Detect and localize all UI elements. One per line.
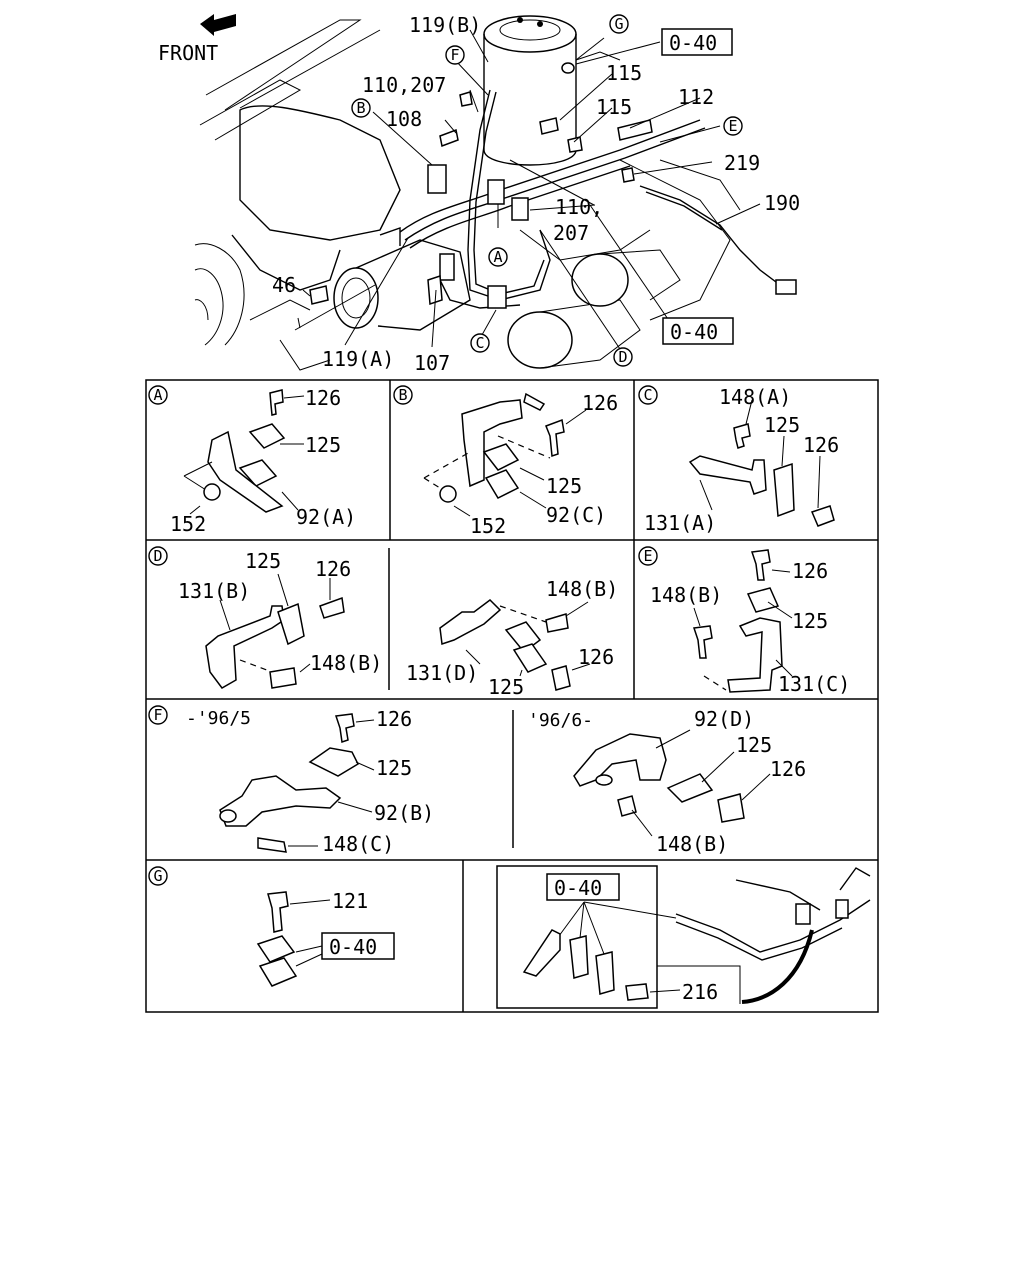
panel-c-label-126: 126 xyxy=(803,433,839,457)
callout-d: D xyxy=(618,348,627,366)
callout-c: C xyxy=(475,334,484,352)
panel-b-label-152: 152 xyxy=(470,514,506,538)
panel-d-label-125: 125 xyxy=(245,549,281,573)
label-207: 207 xyxy=(553,221,589,245)
panel-g-tag: G xyxy=(153,867,162,885)
label-219: 219 xyxy=(724,151,760,175)
panel-b-label-126: 126 xyxy=(582,391,618,415)
panel-c-label-125: 125 xyxy=(764,413,800,437)
panel-d-label-125-2: 125 xyxy=(488,675,524,699)
label-119a: 119(A) xyxy=(322,347,394,371)
panel-g-label-216: 216 xyxy=(682,980,718,1004)
panel-c-label-148a: 148(A) xyxy=(719,385,791,409)
callout-e: E xyxy=(728,117,737,135)
panel-a-tag: A xyxy=(153,386,162,404)
panel-g-ref-040: 0-40 xyxy=(329,935,377,959)
panel-e: E 126 148(B) 125 131(C) xyxy=(638,546,850,696)
panel-e-label-131c: 131(C) xyxy=(778,672,850,696)
panel-f-label-126-2: 126 xyxy=(770,757,806,781)
panel-a-label-126: 126 xyxy=(305,386,341,410)
panel-f-label-92d: 92(D) xyxy=(694,707,754,731)
panel-e-label-125: 125 xyxy=(792,609,828,633)
label-46: 46 xyxy=(272,273,296,297)
panel-a-label-92a: 92(A) xyxy=(296,505,356,529)
panel-b-label-125: 125 xyxy=(546,474,582,498)
panel-f-tag: F xyxy=(153,706,162,724)
front-label: FRONT xyxy=(158,41,218,65)
panel-f-label-148c: 148(C) xyxy=(322,832,394,856)
label-108: 108 xyxy=(386,107,422,131)
panel-c-label-131a: 131(A) xyxy=(644,511,716,535)
ref-box-040-middle: 0-40 xyxy=(670,320,718,344)
panel-c: C 148(A) 125 126 131(A) xyxy=(638,385,839,535)
label-112: 112 xyxy=(678,85,714,109)
panel-g-label-121: 121 xyxy=(332,889,368,913)
panel-b-label-92c: 92(C) xyxy=(546,503,606,527)
panel-d-label-131b: 131(B) xyxy=(178,579,250,603)
panel-a-label-152: 152 xyxy=(170,512,206,536)
panel-f: F -'96/5 126 125 92(B) 148(C) '96/6- 92(… xyxy=(148,705,806,856)
panel-b: B 126 125 152 92(C) xyxy=(393,385,618,538)
panel-f-label-92b: 92(B) xyxy=(374,801,434,825)
panel-d-label-126: 126 xyxy=(315,557,351,581)
panel-f-range-b: '96/6- xyxy=(528,710,593,731)
panel-f-label-125: 125 xyxy=(376,756,412,780)
panel-d: D 125 126 131(B) 148(B) 148(B) 131(D) 12… xyxy=(148,546,618,699)
panel-d-label-148b-2: 148(B) xyxy=(546,577,618,601)
callout-b: B xyxy=(356,99,365,117)
front-arrow-icon xyxy=(200,14,236,36)
panel-g-ref-040-2: 0-40 xyxy=(554,876,602,900)
panel-b-tag: B xyxy=(398,386,407,404)
label-110-207-top: 110,207 xyxy=(362,73,446,97)
panel-f-label-125-2: 125 xyxy=(736,733,772,757)
panel-a: A 126 125 152 92(A) xyxy=(148,385,356,536)
ref-box-040-top: 0-40 xyxy=(669,31,717,55)
panel-d-label-131d: 131(D) xyxy=(406,661,478,685)
label-115-a: 115 xyxy=(606,61,642,85)
label-107: 107 xyxy=(414,351,450,375)
panel-d-label-148b: 148(B) xyxy=(310,651,382,675)
callout-a: A xyxy=(493,248,502,266)
panel-d-label-126-2: 126 xyxy=(578,645,614,669)
callout-f: F xyxy=(450,46,459,64)
panel-f-range-a: -'96/5 xyxy=(186,708,251,729)
panel-d-tag: D xyxy=(153,547,162,565)
label-110-comma: 110, xyxy=(555,195,603,219)
panel-g: G 121 0-40 0-40 216 xyxy=(148,865,871,1009)
panel-f-label-148b: 148(B) xyxy=(656,832,728,856)
panel-a-label-125: 125 xyxy=(305,433,341,457)
panel-f-label-126: 126 xyxy=(376,707,412,731)
panel-e-label-148b: 148(B) xyxy=(650,583,722,607)
callout-g: G xyxy=(614,15,623,33)
engine-assembly-drawing xyxy=(194,14,797,371)
label-115-b: 115 xyxy=(596,95,632,119)
panel-e-tag: E xyxy=(643,547,652,565)
detail-grid-frame xyxy=(145,379,879,1013)
panel-e-label-126: 126 xyxy=(792,559,828,583)
panel-c-tag: C xyxy=(643,386,652,404)
label-119b: 119(B) xyxy=(409,13,481,37)
label-190: 190 xyxy=(764,191,800,215)
